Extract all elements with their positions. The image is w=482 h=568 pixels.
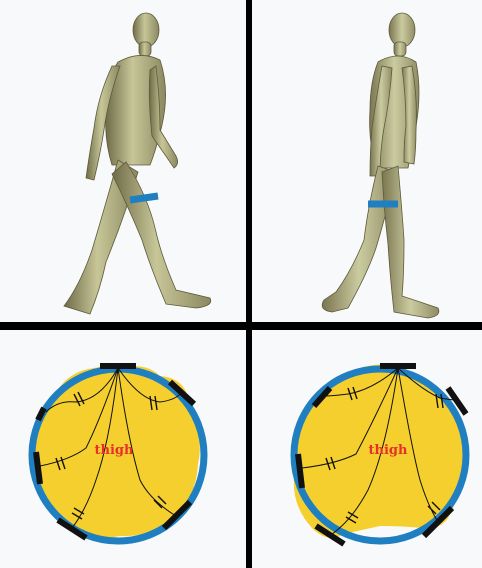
horizontal-divider bbox=[0, 322, 482, 330]
panel-top-left bbox=[0, 0, 246, 322]
panel-bottom-right: thigh bbox=[252, 330, 482, 568]
thigh-band bbox=[130, 196, 158, 200]
vertical-divider bbox=[246, 0, 252, 568]
thigh-label: thigh bbox=[369, 443, 408, 458]
panel-top-right bbox=[252, 0, 482, 322]
thigh-label: thigh bbox=[95, 443, 134, 458]
panel-bottom-left: thigh bbox=[0, 330, 246, 568]
electrode bbox=[298, 454, 302, 488]
electrode bbox=[36, 452, 40, 484]
